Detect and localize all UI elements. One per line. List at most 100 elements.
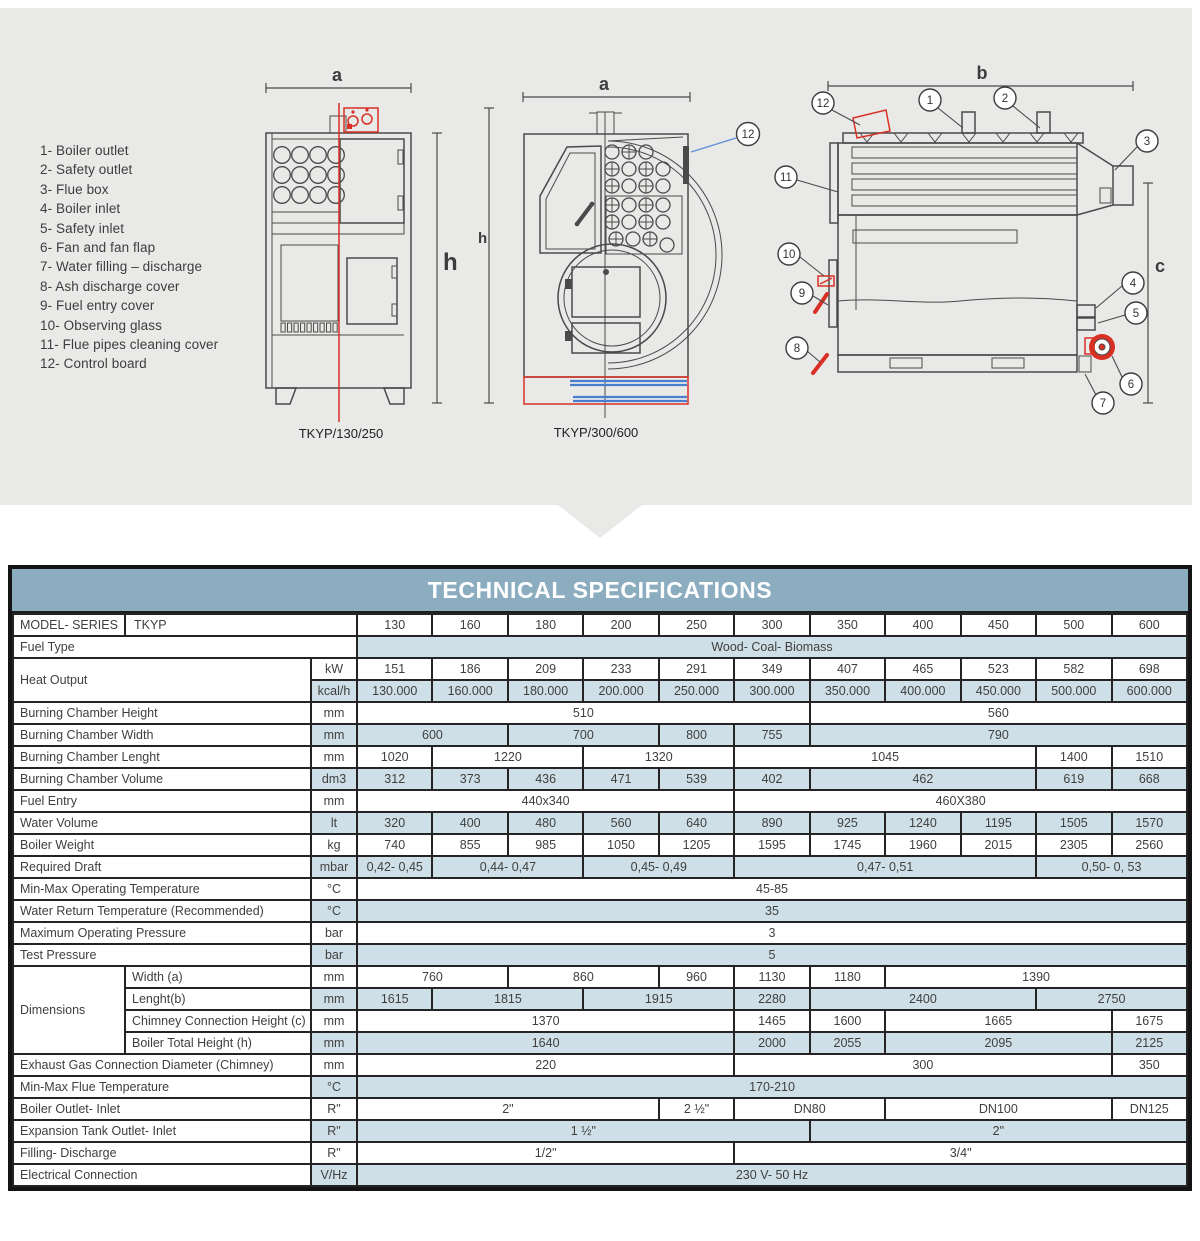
value-cell: 465 (884, 657, 962, 681)
value-cell: 1915 (582, 987, 736, 1011)
value-cell: 1180 (808, 965, 887, 989)
svg-text:5: 5 (1133, 308, 1139, 320)
unit-cell: R" (310, 1097, 358, 1121)
unit-cell: bar (310, 921, 358, 945)
value-cell: 2 ½" (657, 1097, 736, 1121)
value-cell: 180.000 (506, 679, 585, 703)
value-cell: 233 (582, 657, 660, 681)
legend-item: 3- Flue box (40, 181, 109, 197)
dim-label-h: h (443, 249, 458, 276)
value-cell: 300.000 (733, 679, 811, 703)
value-cell: 1510 (1110, 745, 1189, 769)
unit-cell: mm (310, 1053, 358, 1077)
safety-inlet-connector (1076, 317, 1096, 331)
dim-label-b: b (977, 63, 988, 83)
svg-text:10: 10 (783, 249, 796, 261)
value-cell: 0,42- 0,45 (355, 855, 434, 879)
value-cell: 600 (1110, 613, 1189, 637)
value-cell: 0,44- 0,47 (431, 855, 585, 879)
callout-7: 7 (1091, 391, 1115, 415)
value-cell: 600 (356, 723, 509, 747)
value-cell: 668 (1110, 767, 1189, 791)
value-cell: 0,47- 0,51 (733, 855, 1038, 879)
value-cell: 2280 (733, 987, 811, 1011)
value-cell: 462 (808, 767, 1038, 791)
leg-right (382, 387, 405, 405)
table-title: TECHNICAL SPECIFICATIONS (12, 569, 1188, 613)
unit-cell: R" (310, 1119, 358, 1143)
unit-cell: kg (310, 833, 358, 857)
value-cell: 2750 (1035, 987, 1188, 1011)
value-cell: 0,50- 0, 53 (1035, 855, 1188, 879)
value-cell: 1815 (431, 987, 585, 1011)
value-cell: 698 (1110, 657, 1189, 681)
value-cell: 600.000 (1110, 679, 1189, 703)
svg-text:6: 6 (1128, 379, 1134, 391)
callout-10: 10 (777, 242, 801, 266)
unit-cell: R" (310, 1141, 358, 1165)
value-cell: 1465 (733, 1009, 811, 1033)
door-panel (539, 145, 602, 254)
value-cell: 436 (506, 767, 585, 791)
lower-cover (828, 259, 838, 328)
caption-tkyp-130-250: TKYP/130/250 (299, 426, 384, 441)
value-cell: 510 (356, 701, 811, 725)
value-cell: 523 (959, 657, 1038, 681)
callout-8: 8 (785, 336, 809, 360)
value-cell: 230 V- 50 Hz (356, 1163, 1188, 1187)
value-cell: 400.000 (884, 679, 962, 703)
value-cell: 500 (1035, 613, 1113, 637)
row-label: Maximum Operating Pressure (12, 921, 312, 945)
value-cell: 349 (733, 657, 811, 681)
value-cell: 1320 (582, 745, 736, 769)
value-cell: 130.000 (355, 679, 434, 703)
svg-text:12: 12 (742, 129, 755, 141)
callout-5: 5 (1124, 301, 1148, 325)
row-label: Boiler Outlet- Inlet (12, 1097, 312, 1121)
svg-text:1: 1 (927, 95, 933, 107)
value-cell: 450 (959, 613, 1038, 637)
section-divider-arrow (558, 505, 642, 538)
value-cell: 250 (657, 613, 736, 637)
value-cell: 1745 (808, 833, 887, 857)
row-label: Min-Max Flue Temperature (12, 1075, 312, 1099)
value-cell: 1615 (355, 987, 434, 1011)
callout-12: 12 (811, 91, 835, 115)
row-label: Required Draft (12, 855, 312, 879)
legend-item: 9- Fuel entry cover (40, 298, 155, 314)
value-cell: 130 (355, 613, 434, 637)
value-cell: 2560 (1110, 833, 1189, 857)
flue-box (1112, 165, 1134, 206)
legend-item: 10- Observing glass (40, 317, 162, 333)
value-cell: 1020 (355, 745, 434, 769)
value-cell: 860 (506, 965, 660, 989)
value-cell: 619 (1035, 767, 1113, 791)
value-cell: 2055 (808, 1031, 887, 1055)
value-cell: 320 (355, 811, 434, 835)
value-cell: 440x340 (355, 789, 736, 813)
row-label: Exhaust Gas Connection Diameter (Chimney… (12, 1053, 312, 1077)
lower-door (346, 257, 398, 325)
value-cell: 2015 (959, 833, 1038, 857)
unit-cell: kW (310, 657, 358, 681)
value-cell: 1205 (657, 833, 736, 857)
legend-item: 4- Boiler inlet (40, 201, 121, 217)
unit-cell: °C (310, 899, 358, 923)
row-sublabel: Lenght(b) (124, 987, 312, 1011)
value-cell: 480 (506, 811, 585, 835)
value-cell: 760 (356, 965, 509, 989)
callout-2: 2 (993, 86, 1017, 110)
unit-cell: mm (310, 745, 358, 769)
combustion-chamber (280, 244, 339, 322)
unit-cell: mm (310, 987, 358, 1011)
value-cell: 186 (431, 657, 509, 681)
svg-text:8: 8 (794, 343, 800, 355)
